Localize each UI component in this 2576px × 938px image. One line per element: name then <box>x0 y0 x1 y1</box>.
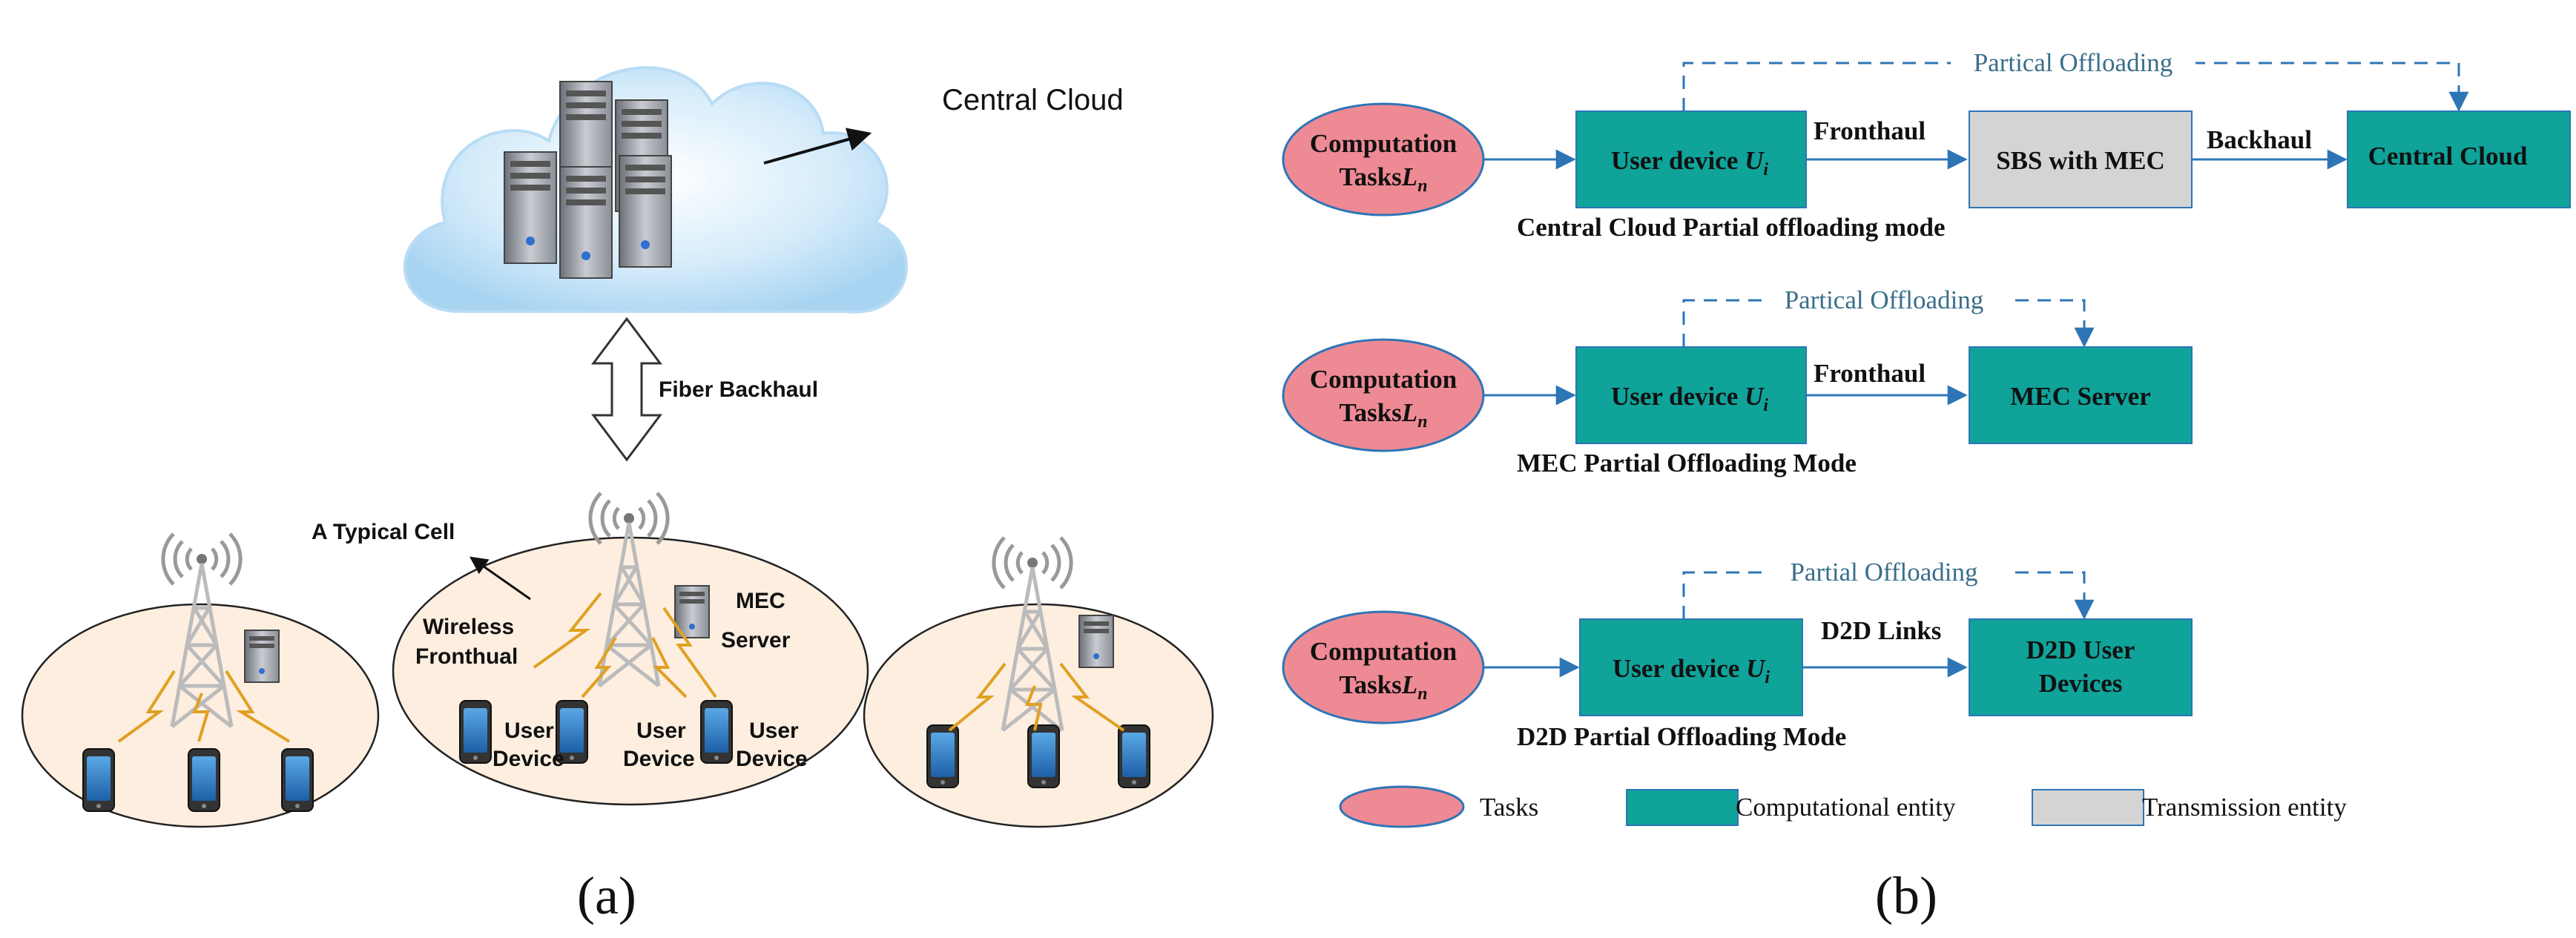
fiber-backhaul-label: Fiber Backhaul <box>659 377 818 402</box>
right-cell-server-icon <box>1078 615 1114 668</box>
row1-fronthaul-label: Fronthaul <box>1814 116 1926 145</box>
right-cell-links-icon <box>948 662 1125 732</box>
row1-offload-label-bg <box>1951 44 2195 80</box>
left-cell-links-icon <box>117 670 291 743</box>
row3-d2d-devices-line2: Devices <box>2039 669 2123 698</box>
row1-user-device-label: User device Ui <box>1611 146 1768 179</box>
row1-mode-label: Central Cloud Partial offloading mode <box>1517 213 1945 242</box>
row3-mode-label: D2D Partial Offloading Mode <box>1517 722 1846 751</box>
row3-offload-label-bg <box>1762 555 2006 590</box>
row1-task-line2: TasksLn <box>1339 162 1427 196</box>
row3-user-device-box <box>1579 618 1803 716</box>
user-label-3b: Device <box>736 747 808 771</box>
user-label-1b: Device <box>493 747 564 771</box>
fiber-backhaul-arrow <box>591 317 662 462</box>
legend-transmission-label: Transmission entity <box>2142 793 2347 822</box>
row1-backhaul-label: Backhaul <box>2207 125 2312 154</box>
typical-cell-pointer <box>470 556 531 601</box>
row3-d2d-devices-box <box>1969 618 2193 716</box>
row2-mec-server-label: MEC Server <box>2010 382 2151 411</box>
caption-a: (a) <box>577 866 636 925</box>
row1-task-node <box>1282 102 1485 217</box>
row2-task-node <box>1282 338 1485 452</box>
row2-user-device-label: User device Ui <box>1611 382 1768 415</box>
mec-label-line1: MEC <box>736 589 785 613</box>
legend-tasks-label: Tasks <box>1480 793 1538 822</box>
row2-mec-server-box <box>1969 346 2193 444</box>
legend: Tasks Computational entity Transmission … <box>1339 785 2347 828</box>
legend-tasks-swatch <box>1339 785 1465 828</box>
row1-task-line1: Computation <box>1310 129 1457 158</box>
row2-offload-label-bg <box>1762 282 2006 317</box>
mec-label-line2: Server <box>721 628 791 653</box>
left-cell-server-icon <box>244 630 280 683</box>
legend-transmission-swatch <box>2032 789 2144 826</box>
wireless-label-line2: Fronthual <box>415 644 518 669</box>
row2-user-device-box <box>1575 346 1807 444</box>
user-label-2b: Device <box>623 747 695 771</box>
user-label-2a: User <box>636 719 686 743</box>
row2-mode-label: MEC Partial Offloading Mode <box>1517 449 1857 478</box>
row3-user-device-label: User device Ui <box>1613 654 1770 687</box>
row2-task-line2: TasksLn <box>1339 398 1427 432</box>
row2-offload-label: Partical Offloading <box>1785 285 1984 314</box>
middle-cell-links-icon <box>533 592 717 698</box>
row1-sbs-mec-box <box>1969 110 2193 208</box>
row1-central-cloud-label: Central Cloud <box>2368 142 2528 171</box>
wireless-label-line1: Wireless <box>423 615 514 639</box>
cloud-label-pointer <box>763 128 872 165</box>
typical-cell-label: A Typical Cell <box>312 520 455 544</box>
row-central-cloud: Computation TasksLn User device Ui Front… <box>1282 44 2571 242</box>
central-cloud-servers-icon <box>504 81 672 279</box>
row1-offload-label: Partical Offloading <box>1974 48 2173 77</box>
row1-user-device-box <box>1575 110 1807 208</box>
central-cloud-label: Central Cloud <box>942 84 1124 116</box>
row-mec: Computation TasksLn User device Ui Front… <box>1282 282 2193 478</box>
row3-task-node <box>1282 610 1485 724</box>
row1-sbs-mec-label: SBS with MEC <box>1996 146 2165 175</box>
row2-fronthaul-label: Fronthaul <box>1814 359 1926 388</box>
legend-computational-label: Computational entity <box>1736 793 1956 822</box>
row3-offload-label: Partial Offloading <box>1790 558 1977 587</box>
row3-d2d-devices-line1: D2D User <box>2026 635 2135 664</box>
user-label-3a: User <box>749 719 799 743</box>
caption-b: (b) <box>1875 866 1937 925</box>
row3-d2d-links-label: D2D Links <box>1821 616 1941 645</box>
row3-task-line2: TasksLn <box>1339 670 1427 704</box>
panel-b: Computation TasksLn User device Ui Front… <box>1282 44 2571 925</box>
legend-computational-swatch <box>1626 789 1739 826</box>
panel-a: Central Cloud Fiber Backhaul <box>21 66 1214 925</box>
row2-task-line1: Computation <box>1310 365 1457 394</box>
user-label-1a: User <box>504 719 554 743</box>
row-d2d: Computation TasksLn User device Ui D2D L… <box>1282 555 2193 751</box>
row3-task-line1: Computation <box>1310 637 1457 666</box>
